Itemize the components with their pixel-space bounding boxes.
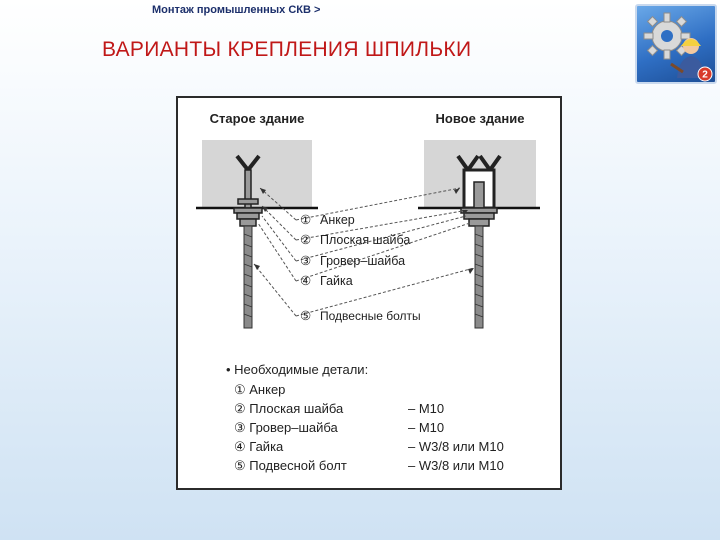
- old-anchor: [233, 154, 263, 227]
- callout-num-4: ④: [300, 274, 311, 288]
- anchor-diagram: Старое здание Новое здание: [196, 111, 540, 473]
- callout-label-5: Подвесные болты: [320, 309, 421, 323]
- old-hanger-rod: [243, 225, 253, 329]
- part-name-2: ② Плоская шайба: [234, 401, 344, 416]
- part-name-1: ① Анкер: [234, 382, 285, 397]
- part-spec-3: – М10: [408, 420, 444, 435]
- callout-num-3: ③: [300, 254, 311, 268]
- callout-label-4: Гайка: [320, 274, 353, 288]
- callout-num-1: ①: [300, 213, 311, 227]
- callout-label-3: Гровер–шайба: [320, 254, 405, 268]
- page-title: ВАРИАНТЫ КРЕПЛЕНИЯ ШПИЛЬКИ: [102, 38, 472, 61]
- callout-label-1: Анкер: [320, 213, 355, 227]
- part-name-4: ④ Гайка: [234, 439, 284, 454]
- leader-arrowheads: [254, 188, 474, 274]
- gear-engineer-icon: 2: [643, 12, 713, 82]
- part-spec-5: – W3/8 или М10: [408, 458, 504, 473]
- leader-lines: [253, 187, 475, 317]
- old-ceiling-slab: [202, 140, 312, 208]
- parts-header: • Необходимые детали:: [226, 362, 368, 377]
- anchor-diagram-panel: Старое здание Новое здание: [176, 96, 562, 490]
- logo-badge: 2: [702, 70, 708, 81]
- callout-num-2: ②: [300, 233, 311, 247]
- part-spec-2: – М10: [408, 401, 444, 416]
- callout-num-5: ⑤: [300, 309, 311, 323]
- part-spec-4: – W3/8 или М10: [408, 439, 504, 454]
- callout-label-2: Плоская шайба: [320, 233, 410, 247]
- old-building-label: Старое здание: [210, 111, 305, 126]
- new-hanger-rod: [474, 225, 484, 329]
- new-building-label: Новое здание: [436, 111, 525, 126]
- part-name-5: ⑤ Подвесной болт: [234, 458, 347, 473]
- breadcrumb[interactable]: Монтаж промышленных СКВ >: [152, 4, 321, 16]
- part-name-3: ③ Гровер–шайба: [234, 420, 339, 435]
- app-logo: 2: [635, 4, 717, 84]
